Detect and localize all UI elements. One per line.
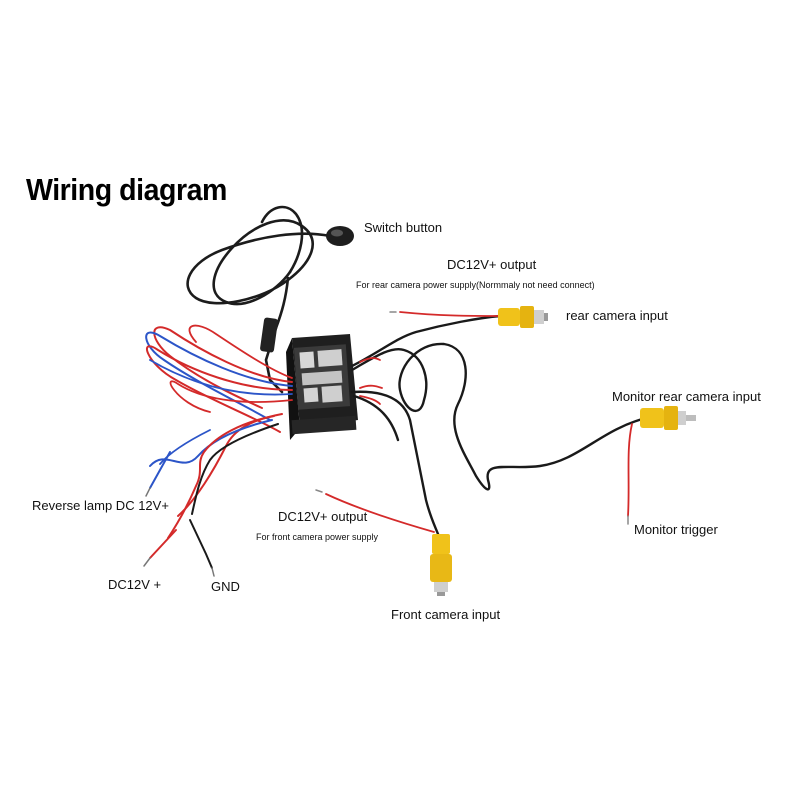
right-cables: [350, 314, 648, 536]
small-red-wires: [325, 311, 633, 533]
switch-plug: [260, 317, 278, 353]
page-title: Wiring diagram: [26, 172, 227, 207]
dc-output-rear-note: For rear camera power supply(Normmaly no…: [356, 280, 595, 290]
dc12v-plus-label: DC12V +: [108, 577, 162, 592]
rca-connector-icon: [640, 406, 696, 430]
gnd-label: GND: [211, 579, 240, 594]
dc-output-front-label: DC12V+ output: [278, 509, 368, 524]
control-module-icon: [286, 334, 358, 440]
left-wire-ends: [143, 451, 215, 577]
rca-connector-icon: [430, 534, 452, 596]
monitor-rear-camera-input-label: Monitor rear camera input: [612, 389, 761, 404]
reverse-lamp-label: Reverse lamp DC 12V+: [32, 498, 169, 513]
dc-output-rear-label: DC12V+ output: [447, 257, 537, 272]
rear-camera-input-label: rear camera input: [566, 308, 668, 323]
left-wire-bundle: [145, 324, 293, 539]
switch-button-label: Switch button: [364, 220, 443, 235]
monitor-trigger-label: Monitor trigger: [634, 522, 718, 537]
wire-tips: [315, 311, 629, 525]
switch-button-icon: [326, 226, 354, 246]
front-camera-input-label: Front camera input: [391, 607, 501, 622]
rca-connector-icon: [498, 306, 548, 328]
dc-output-front-note: For front camera power supply: [256, 532, 379, 542]
